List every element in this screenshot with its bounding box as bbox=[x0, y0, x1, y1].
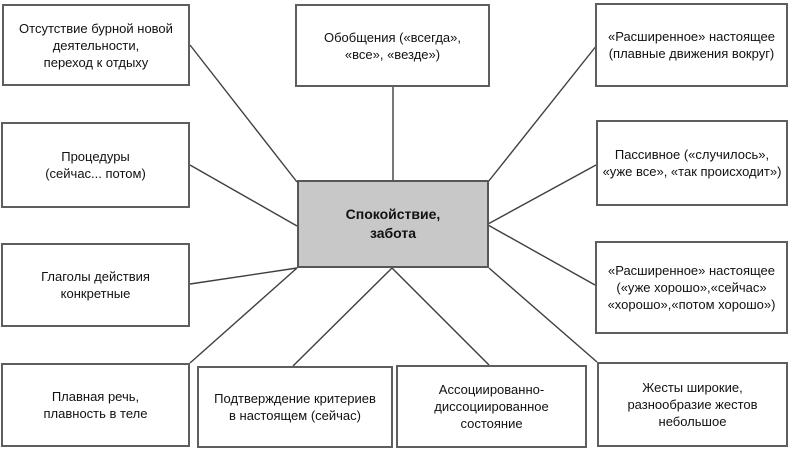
node-passive: Пассивное («случилось», «уже все», «так … bbox=[596, 120, 788, 206]
node-procedures: Процедуры (сейчас... потом) bbox=[1, 122, 190, 208]
connector-top-right bbox=[487, 44, 598, 183]
connector-low-right bbox=[487, 224, 596, 286]
node-smooth-speech: Плавная речь, плавность в теле bbox=[1, 363, 190, 447]
node-action-verbs: Глаголы действия конкретные bbox=[1, 243, 190, 327]
connector-bottom-1 bbox=[189, 267, 298, 364]
node-wide-gestures: Жесты широкие, разнообразие жестов небол… bbox=[597, 362, 788, 447]
node-no-new-activity: Отсутствие бурной новой деятельности, пе… bbox=[2, 4, 190, 86]
connector-bottom-3 bbox=[391, 267, 490, 366]
connector-mid-right bbox=[487, 164, 597, 225]
node-associated-dissociated: Ассоциированно- диссоциированное состоян… bbox=[396, 365, 587, 448]
connector-top-left bbox=[189, 44, 298, 183]
connector-mid-left bbox=[189, 164, 298, 227]
node-criteria-confirmation: Подтверждение критериев в настоящем (сей… bbox=[197, 366, 393, 448]
node-extended-present-moves: «Расширенное» настоящее (плавные движени… bbox=[595, 3, 788, 87]
connector-bottom-4 bbox=[488, 267, 598, 363]
connector-bottom-2 bbox=[292, 267, 393, 367]
connector-low-left bbox=[189, 267, 298, 285]
node-extended-present-good: «Расширенное» настоящее («уже хорошо»,«с… bbox=[595, 241, 788, 334]
center-node-calm-care: Спокойствие, забота bbox=[297, 180, 489, 268]
node-generalizations: Обобщения («всегда», «все», «везде») bbox=[295, 4, 490, 87]
